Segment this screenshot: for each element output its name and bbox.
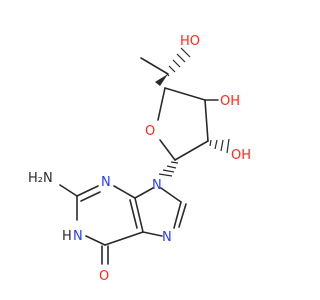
label-ring-oxygen: O [145, 124, 155, 139]
bond-n7-c5 [142, 231, 163, 237]
hashed-bond-c2-oh [209, 138, 230, 154]
label-oh-right-lower: OH [231, 148, 251, 163]
bond-n3-c2-b [80, 191, 101, 202]
bond-c8-n7-b [178, 203, 187, 228]
label-n1: N [73, 229, 83, 244]
bond-c3-c2 [204, 99, 209, 142]
bond-c2-c1 [174, 140, 209, 161]
label-carbonyl-oxygen: O [99, 269, 109, 284]
bond-c4-c3 [164, 87, 206, 101]
label-ho-top: HO [180, 34, 200, 49]
bond-c5-c4-a [134, 197, 144, 233]
bond-n1-c6 [85, 235, 106, 246]
hashed-bond-c1-n9 [158, 161, 179, 177]
label-n7: N [162, 230, 172, 245]
label-n9: N [152, 178, 162, 193]
bond-c4-o [157, 87, 166, 121]
bond-c4-n3 [113, 185, 136, 199]
wedge-bond-c5-c4 [155, 74, 168, 86]
bond-c6-c5 [104, 231, 144, 246]
bond-c4-n9 [134, 187, 154, 199]
sugar-bonds [140, 47, 230, 177]
bond-c2-nh2 [59, 184, 78, 197]
bond-n3-c2-a [76, 185, 99, 197]
molecule-structure: HO OH OH O N N N H₂N H N O [28, 34, 251, 284]
bond-c1-o [159, 139, 176, 161]
bond-n9-c8 [160, 187, 182, 203]
label-n1-hydrogen: H [62, 229, 72, 244]
label-n3: N [101, 175, 111, 190]
label-oh-right-upper: OH [220, 94, 240, 109]
hashed-bond-c-oh-top [164, 47, 191, 77]
bond-c5-c4-b [129, 199, 138, 229]
label-h2n: H₂N [28, 171, 53, 186]
bond-methyl-c [140, 57, 169, 75]
bond-c8-n7-a [173, 201, 182, 229]
purine-bonds [59, 184, 187, 265]
atom-labels: HO OH OH O N N N H₂N H N O [28, 34, 251, 284]
